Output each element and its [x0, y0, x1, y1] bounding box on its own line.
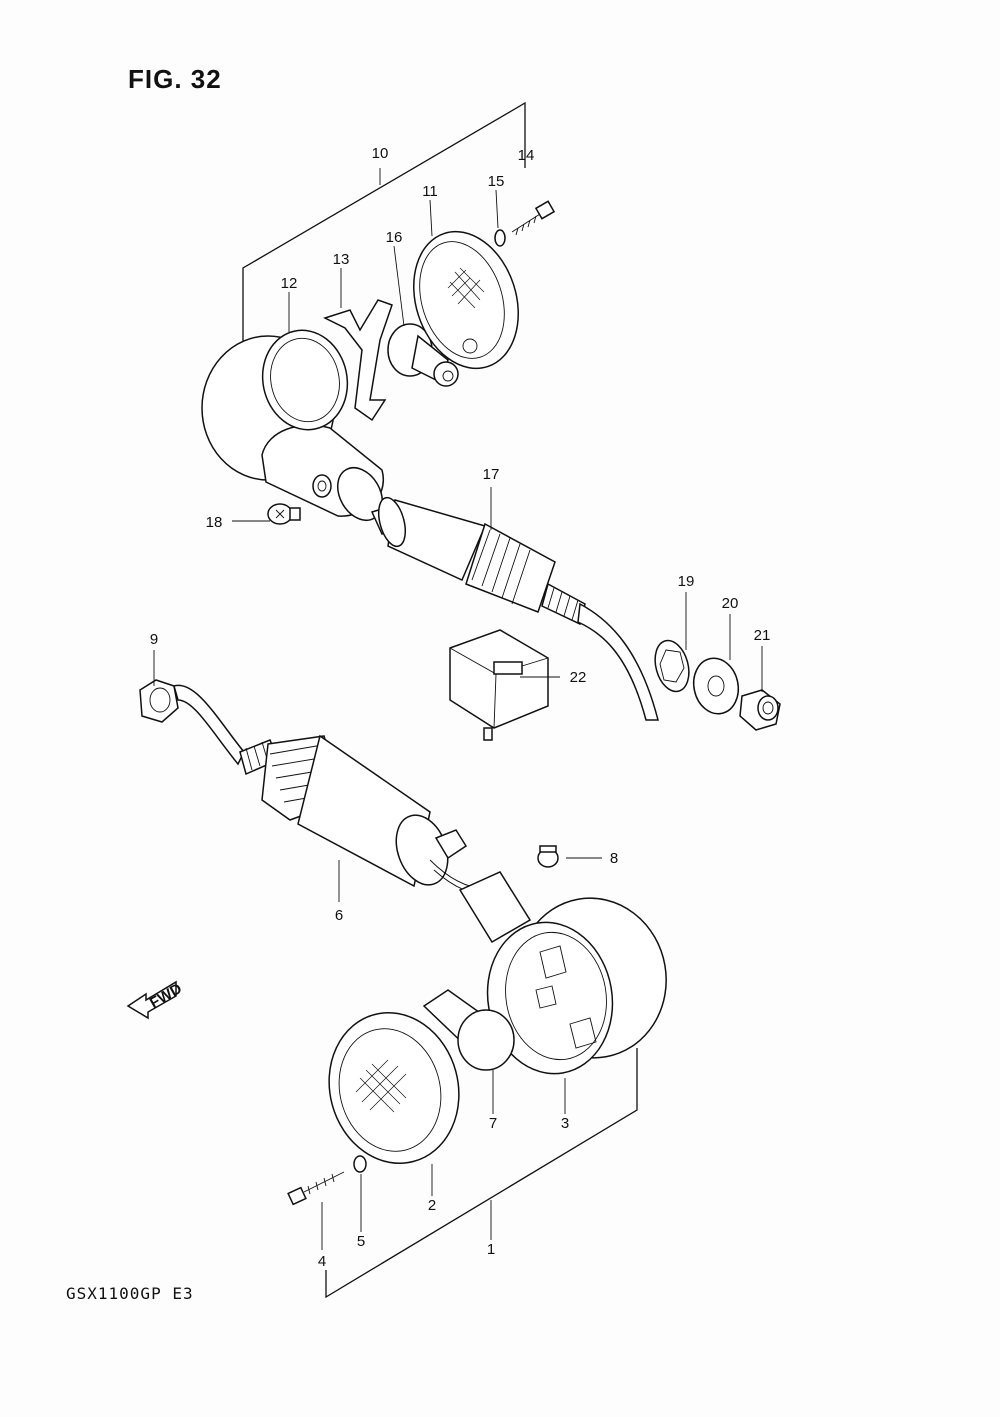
part-6-stem: [239, 734, 468, 888]
part-7-bulb: [422, 989, 515, 1071]
callout-16: 16: [386, 229, 403, 246]
callout-12: 12: [281, 275, 298, 292]
part-8-screw: [537, 845, 559, 868]
part-13-clip: [323, 299, 393, 422]
part-12-gasket: [261, 329, 349, 431]
callout-9: 9: [150, 631, 158, 648]
part-5-washer: [353, 1155, 367, 1173]
callout-15: 15: [488, 173, 505, 190]
lower-cord: [173, 684, 245, 766]
part-11-lens: [413, 230, 519, 370]
callout-8: 8: [610, 850, 618, 867]
part-4-screw: [287, 1171, 345, 1206]
part-14-screw: [511, 200, 556, 236]
callout-3: 3: [561, 1115, 569, 1132]
callout-7: 7: [489, 1115, 497, 1132]
upper-signal-housing: [201, 335, 385, 521]
part-18-screw: [267, 503, 301, 525]
callout-22: 22: [570, 669, 587, 686]
callout-2: 2: [428, 1197, 436, 1214]
part-21-nut: [739, 689, 781, 731]
callout-4: 4: [318, 1253, 326, 1270]
part-20-washer: [692, 657, 740, 715]
callout-19: 19: [678, 573, 695, 590]
leader-16: [393, 245, 405, 327]
part-15-washer: [494, 229, 506, 247]
fwd-arrow-icon: FWD: [126, 980, 185, 1020]
leader-11: [429, 199, 433, 237]
part-9-nut: [139, 679, 179, 723]
callout-17: 17: [483, 466, 500, 483]
callout-6: 6: [335, 907, 343, 924]
assembly-bracket-1: [325, 1048, 638, 1299]
callout-20: 20: [722, 595, 739, 612]
part-3-rim: [486, 921, 614, 1075]
callout-11: 11: [422, 183, 438, 200]
callout-21: 21: [754, 627, 771, 644]
fwd-label: FWD: [147, 980, 185, 1012]
callout-5: 5: [357, 1233, 365, 1250]
model-code: GSX1100GP E3: [66, 1284, 194, 1303]
part-17-stem: [370, 496, 659, 721]
leader-15: [495, 189, 499, 229]
part-16-bulb: [387, 323, 459, 387]
assembly-bracket-10: [242, 101, 526, 345]
callout-13: 13: [333, 251, 350, 268]
callout-14: 14: [518, 147, 535, 164]
callout-10: 10: [372, 145, 389, 162]
callout-1: 1: [487, 1241, 495, 1258]
part-19-nut: [654, 639, 690, 693]
part-2-lens: [328, 1011, 460, 1165]
figure-title: FIG. 32: [128, 64, 222, 94]
callout-18: 18: [206, 514, 223, 531]
part-22-relay: [449, 629, 549, 741]
